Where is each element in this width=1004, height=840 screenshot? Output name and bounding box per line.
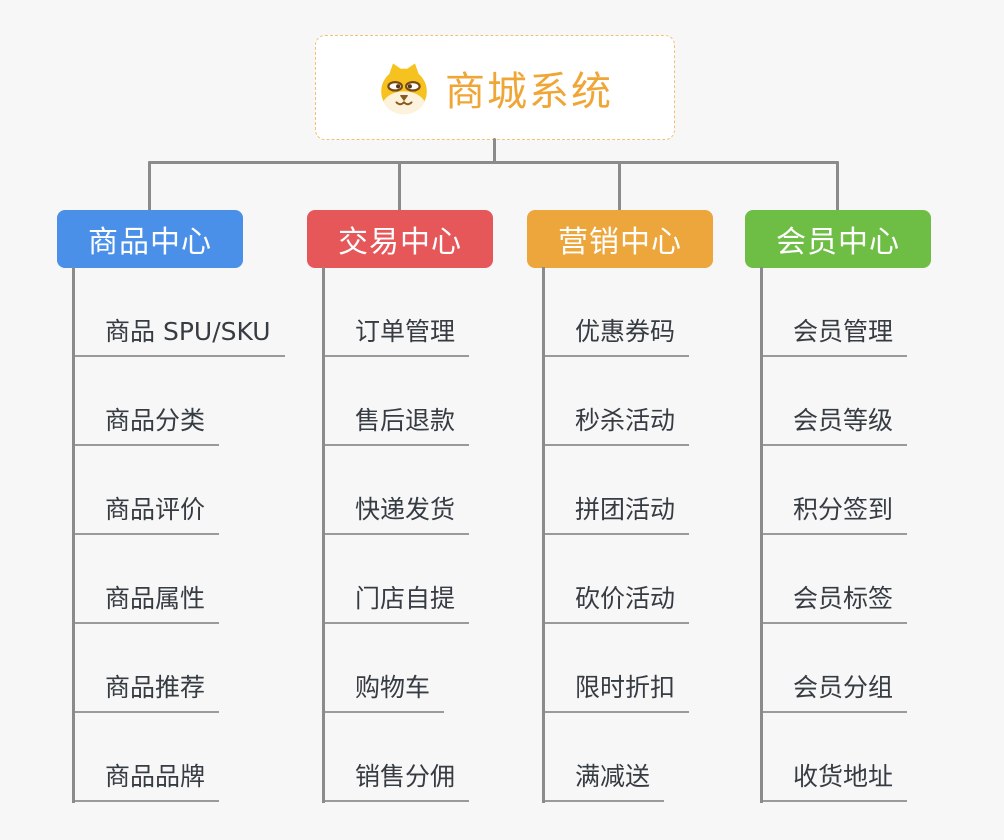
leaf-item-label: 销售分佣 xyxy=(323,757,470,802)
dog-face-icon xyxy=(381,63,427,114)
leaf-item[interactable]: 限时折扣 xyxy=(543,624,777,713)
leaf-item-label: 会员分组 xyxy=(761,668,908,713)
branch-items: 商品 SPU/SKU 商品分类商品评价商品属性商品推荐商品品牌 xyxy=(57,268,307,802)
leaf-item[interactable]: 积分签到 xyxy=(761,446,995,535)
leaf-item[interactable]: 门店自提 xyxy=(323,535,557,624)
branch-header-marketing-center[interactable]: 营销中心 xyxy=(527,210,713,268)
branch-trade-center: 交易中心 订单管理售后退款快递发货门店自提购物车销售分佣 xyxy=(307,210,557,803)
leaf-item-label: 会员管理 xyxy=(761,312,908,357)
leaf-item[interactable]: 销售分佣 xyxy=(323,713,557,802)
leaf-item[interactable]: 商品评价 xyxy=(73,446,307,535)
leaf-item[interactable]: 会员分组 xyxy=(761,624,995,713)
leaf-item[interactable]: 商品 SPU/SKU xyxy=(73,268,307,357)
leaf-item-label: 优惠券码 xyxy=(543,312,690,357)
leaf-item[interactable]: 商品推荐 xyxy=(73,624,307,713)
leaf-item-label: 秒杀活动 xyxy=(543,401,690,446)
leaf-item[interactable]: 商品分类 xyxy=(73,357,307,446)
leaf-item-label: 商品推荐 xyxy=(73,668,220,713)
leaf-item-label: 商品评价 xyxy=(73,490,220,535)
leaf-item[interactable]: 订单管理 xyxy=(323,268,557,357)
branch-stem xyxy=(322,267,325,803)
leaf-item-label: 商品分类 xyxy=(73,401,220,446)
leaf-item[interactable]: 秒杀活动 xyxy=(543,357,777,446)
leaf-item-label: 收货地址 xyxy=(761,757,908,802)
connector-horizontal xyxy=(148,161,839,164)
leaf-item-label: 售后退款 xyxy=(323,401,470,446)
connector-drop xyxy=(398,161,401,211)
leaf-item[interactable]: 会员管理 xyxy=(761,268,995,357)
leaf-item-label: 商品属性 xyxy=(73,579,220,624)
branch-items: 会员管理会员等级积分签到会员标签会员分组收货地址 xyxy=(745,268,995,802)
leaf-item-label: 门店自提 xyxy=(323,579,470,624)
branch-header-member-center[interactable]: 会员中心 xyxy=(745,210,931,268)
leaf-item-label: 商品 SPU/SKU xyxy=(73,312,285,357)
leaf-item[interactable]: 满减送 xyxy=(543,713,777,802)
root-title: 商城系统 xyxy=(445,68,613,115)
leaf-item-label: 积分签到 xyxy=(761,490,908,535)
branch-product-center: 商品中心 商品 SPU/SKU 商品分类商品评价商品属性商品推荐商品品牌 xyxy=(57,210,307,803)
connector-drop xyxy=(618,161,621,211)
leaf-item-label: 购物车 xyxy=(323,668,445,713)
branch-stem xyxy=(760,267,763,803)
leaf-item[interactable]: 购物车 xyxy=(323,624,557,713)
branch-stem xyxy=(72,267,75,803)
branch-header-product-center[interactable]: 商品中心 xyxy=(57,210,243,268)
leaf-item-label: 会员标签 xyxy=(761,579,908,624)
leaf-item[interactable]: 商品品牌 xyxy=(73,713,307,802)
root-node[interactable]: 商城系统 xyxy=(315,35,675,140)
leaf-item-label: 商品品牌 xyxy=(73,757,220,802)
leaf-item[interactable]: 会员等级 xyxy=(761,357,995,446)
branch-header-trade-center[interactable]: 交易中心 xyxy=(307,210,493,268)
branch-stem xyxy=(542,267,545,803)
leaf-item[interactable]: 会员标签 xyxy=(761,535,995,624)
leaf-item-label: 满减送 xyxy=(543,757,665,802)
branch-items: 优惠券码秒杀活动拼团活动砍价活动限时折扣满减送 xyxy=(527,268,777,802)
leaf-item[interactable]: 商品属性 xyxy=(73,535,307,624)
branch-member-center: 会员中心 会员管理会员等级积分签到会员标签会员分组收货地址 xyxy=(745,210,995,803)
leaf-item[interactable]: 快递发货 xyxy=(323,446,557,535)
leaf-item-label: 订单管理 xyxy=(323,312,470,357)
leaf-item[interactable]: 售后退款 xyxy=(323,357,557,446)
branch-items: 订单管理售后退款快递发货门店自提购物车销售分佣 xyxy=(307,268,557,802)
branch-marketing-center: 营销中心 优惠券码秒杀活动拼团活动砍价活动限时折扣满减送 xyxy=(527,210,777,803)
leaf-item-label: 砍价活动 xyxy=(543,579,690,624)
connector-drop xyxy=(836,161,839,211)
leaf-item-label: 快递发货 xyxy=(323,490,470,535)
leaf-item-label: 限时折扣 xyxy=(543,668,690,713)
leaf-item[interactable]: 砍价活动 xyxy=(543,535,777,624)
leaf-item-label: 会员等级 xyxy=(761,401,908,446)
leaf-item[interactable]: 拼团活动 xyxy=(543,446,777,535)
connector-drop xyxy=(148,161,151,211)
connector-root-stem xyxy=(493,138,496,164)
leaf-item[interactable]: 收货地址 xyxy=(761,713,995,802)
leaf-item[interactable]: 优惠券码 xyxy=(543,268,777,357)
leaf-item-label: 拼团活动 xyxy=(543,490,690,535)
